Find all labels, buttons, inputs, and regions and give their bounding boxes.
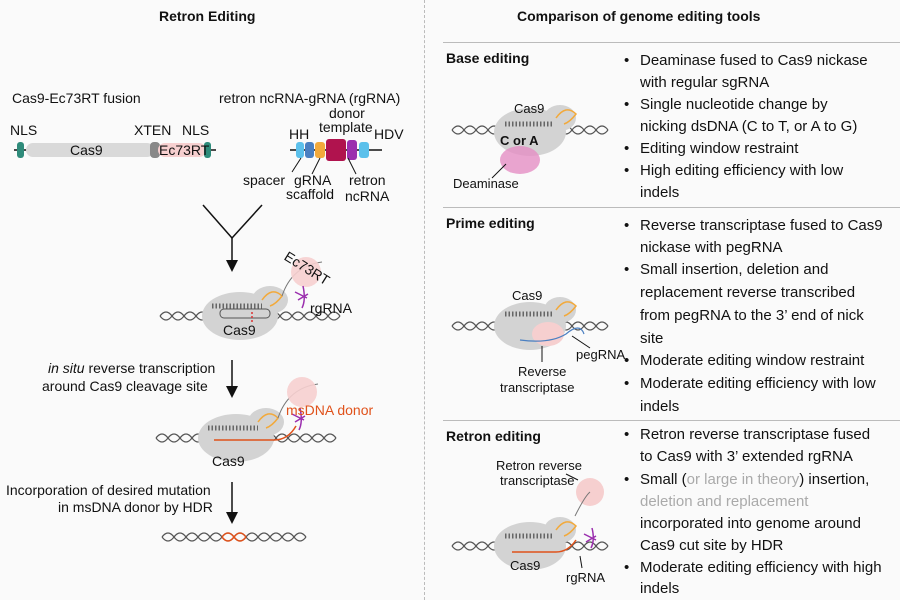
row-line-1 — [443, 207, 900, 208]
ec73rt-bar-label: Ec73RT — [159, 142, 210, 158]
row-line-2 — [443, 420, 900, 421]
base-center-label: C or A — [500, 133, 539, 148]
scaffold-label: scaffold — [286, 186, 334, 202]
retron-cas9-label: Cas9 — [510, 558, 541, 573]
row-line-top — [443, 42, 900, 43]
retron-enzyme-label-2: transcriptase — [500, 473, 575, 488]
grna-label: gRNA — [294, 172, 332, 188]
rgrna-construct — [290, 139, 382, 175]
step1-cas9-label: Cas9 — [223, 322, 256, 338]
nls-right-marker — [204, 142, 211, 158]
ec73rt-bar — [158, 143, 206, 157]
donor-label-1: donor — [329, 105, 365, 121]
ncrna-label: ncRNA — [345, 188, 390, 204]
prime-editing-title: Prime editing — [446, 215, 535, 231]
base-enzyme-label: Deaminase — [453, 176, 519, 191]
prime-editing-figure — [451, 297, 609, 362]
prime-pegrna-label: pegRNA — [576, 347, 626, 362]
xten-linker — [150, 142, 160, 158]
prime-cas9-label: Cas9 — [512, 288, 543, 303]
prime-enzyme-label-1: Reverse — [518, 364, 567, 379]
cas9-bar — [26, 143, 154, 157]
rgrna-title: retron ncRNA-gRNA (rgRNA) — [219, 90, 401, 106]
prime-enzyme-label-2: transcriptase — [500, 380, 575, 395]
spacer-label: spacer — [243, 172, 286, 188]
donor-label-2: template — [319, 119, 373, 135]
hdv-label: HDV — [374, 126, 404, 142]
base-editing-figure — [451, 105, 609, 179]
msdna-donor-label: msDNA donor — [286, 402, 374, 418]
step1-complex — [159, 257, 341, 340]
base-cas9-label: Cas9 — [514, 101, 545, 116]
left-title: Retron Editing — [159, 8, 256, 24]
nls-left-label: NLS — [10, 122, 38, 138]
cas9-bar-label: Cas9 — [70, 142, 103, 158]
nls-left-marker — [17, 142, 24, 158]
base-editing-title: Base editing — [446, 50, 530, 66]
retron-editing-title: Retron editing — [446, 428, 541, 444]
hdr-text-line1: Incorporation of desired mutation — [6, 482, 211, 498]
retron-editing-figure — [451, 473, 609, 570]
rt-text-line1: in situ reverse transcription — [48, 360, 216, 376]
right-title: Comparison of genome editing tools — [517, 8, 761, 24]
retron-label: retron — [349, 172, 386, 188]
hh-label: HH — [289, 126, 310, 142]
step2-complex — [155, 377, 337, 462]
step2-cas9-label: Cas9 — [212, 453, 245, 469]
edited-dna — [161, 532, 307, 542]
rt-text-line2: around Cas9 cleavage site — [42, 378, 208, 394]
merge-arrow — [202, 204, 263, 272]
xten-label: XTEN — [134, 122, 172, 138]
nls-right-label: NLS — [182, 122, 210, 138]
retron-rgrna-label: rgRNA — [566, 570, 606, 585]
panel-divider — [424, 0, 425, 600]
retron-enzyme-label-1: Retron reverse — [496, 458, 582, 473]
step1-rgrna-label: rgRNA — [310, 300, 353, 316]
fusion-construct — [14, 142, 216, 158]
hdr-text-line2: in msDNA donor by HDR — [58, 499, 213, 515]
fusion-label: Cas9-Ec73RT fusion — [12, 90, 141, 106]
